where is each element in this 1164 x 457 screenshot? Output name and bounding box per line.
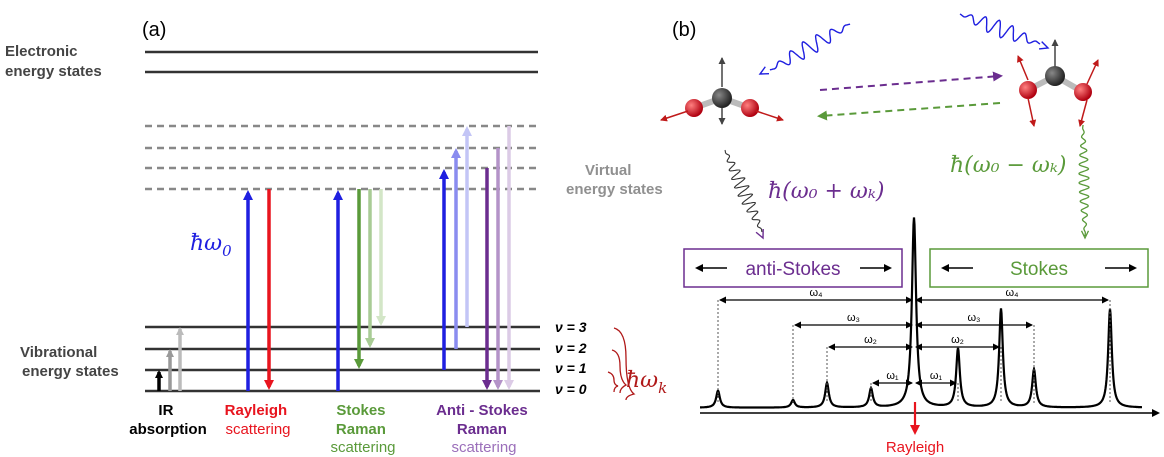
- svg-text:ν = 1: ν = 1: [555, 360, 587, 376]
- ir-absorption-arrows: [155, 327, 184, 391]
- hbar-omega-k-label: ħωk: [626, 368, 667, 397]
- panel-a-label: (a): [142, 19, 166, 41]
- frequency-label: ω₂: [864, 334, 877, 346]
- anti-stokes-formula: ħ(ω₀ + ωₖ): [768, 179, 884, 204]
- frequency-label: ω₄: [809, 287, 823, 299]
- electronic-states-label: Electronic energy states: [5, 43, 102, 80]
- vibrational-levels: [145, 325, 540, 393]
- svg-text:ν = 3: ν = 3: [555, 319, 587, 335]
- dashed-arrow-green: [817, 102, 1001, 121]
- frequency-label: ω₁: [886, 370, 899, 382]
- stokes-box-label: Stokes: [1010, 259, 1068, 280]
- hbar-omega-0-label: ħω0: [190, 231, 232, 260]
- panel-b-label: (b): [672, 19, 696, 41]
- virtual-levels: [145, 124, 540, 191]
- vibrational-states-label: Vibrational energy states: [20, 344, 119, 380]
- anti-stokes-arrows: [439, 126, 514, 390]
- frequency-label: ω₃: [967, 312, 980, 324]
- rayleigh-label: Rayleigh: [886, 439, 944, 456]
- anti-stokes-raman-label: Anti - Stokes Raman scattering: [436, 402, 532, 456]
- stokes-arrows: [333, 189, 386, 391]
- virtual-states-label: Virtual energy states: [566, 162, 663, 198]
- svg-text:ν = 2: ν = 2: [555, 340, 587, 356]
- co2-molecule-left: [660, 57, 784, 125]
- incident-photon-right: [959, 13, 1050, 50]
- svg-text:ν = 0: ν = 0: [555, 381, 587, 397]
- frequency-label: ω₁: [930, 370, 943, 382]
- panel-b: (b): [660, 13, 1160, 456]
- anti-stokes-box: anti-Stokes: [683, 248, 903, 288]
- raman-spectrum-curve: [700, 217, 1142, 409]
- omega-k-brackets: [607, 327, 636, 401]
- ir-absorption-label: IR absorption: [129, 402, 207, 438]
- stokes-formula: ħ(ω₀ − ωₖ): [950, 153, 1066, 178]
- frequency-label: ω₃: [847, 312, 860, 324]
- anti-stokes-photon: [724, 149, 764, 240]
- stokes-photon: [1078, 125, 1090, 240]
- anti-stokes-box-label: anti-Stokes: [745, 259, 840, 280]
- stokes-box: Stokes: [929, 248, 1149, 288]
- rayleigh-scattering-label: Rayleigh scattering: [225, 402, 292, 438]
- level-labels: ν = 3 ν = 2 ν = 1 ν = 0: [555, 319, 587, 397]
- frequency-label: ω₄: [1005, 287, 1019, 299]
- stokes-raman-label: Stokes Raman scattering: [330, 402, 395, 456]
- dashed-arrow-purple: [819, 71, 1003, 91]
- panel-a: (a) Electronic energy states Virtual ene…: [5, 19, 667, 456]
- rayleigh-arrows: [243, 189, 274, 391]
- frequency-label: ω₂: [951, 334, 964, 346]
- incident-photon-left: [758, 23, 851, 75]
- co2-molecule-right: [1017, 39, 1099, 127]
